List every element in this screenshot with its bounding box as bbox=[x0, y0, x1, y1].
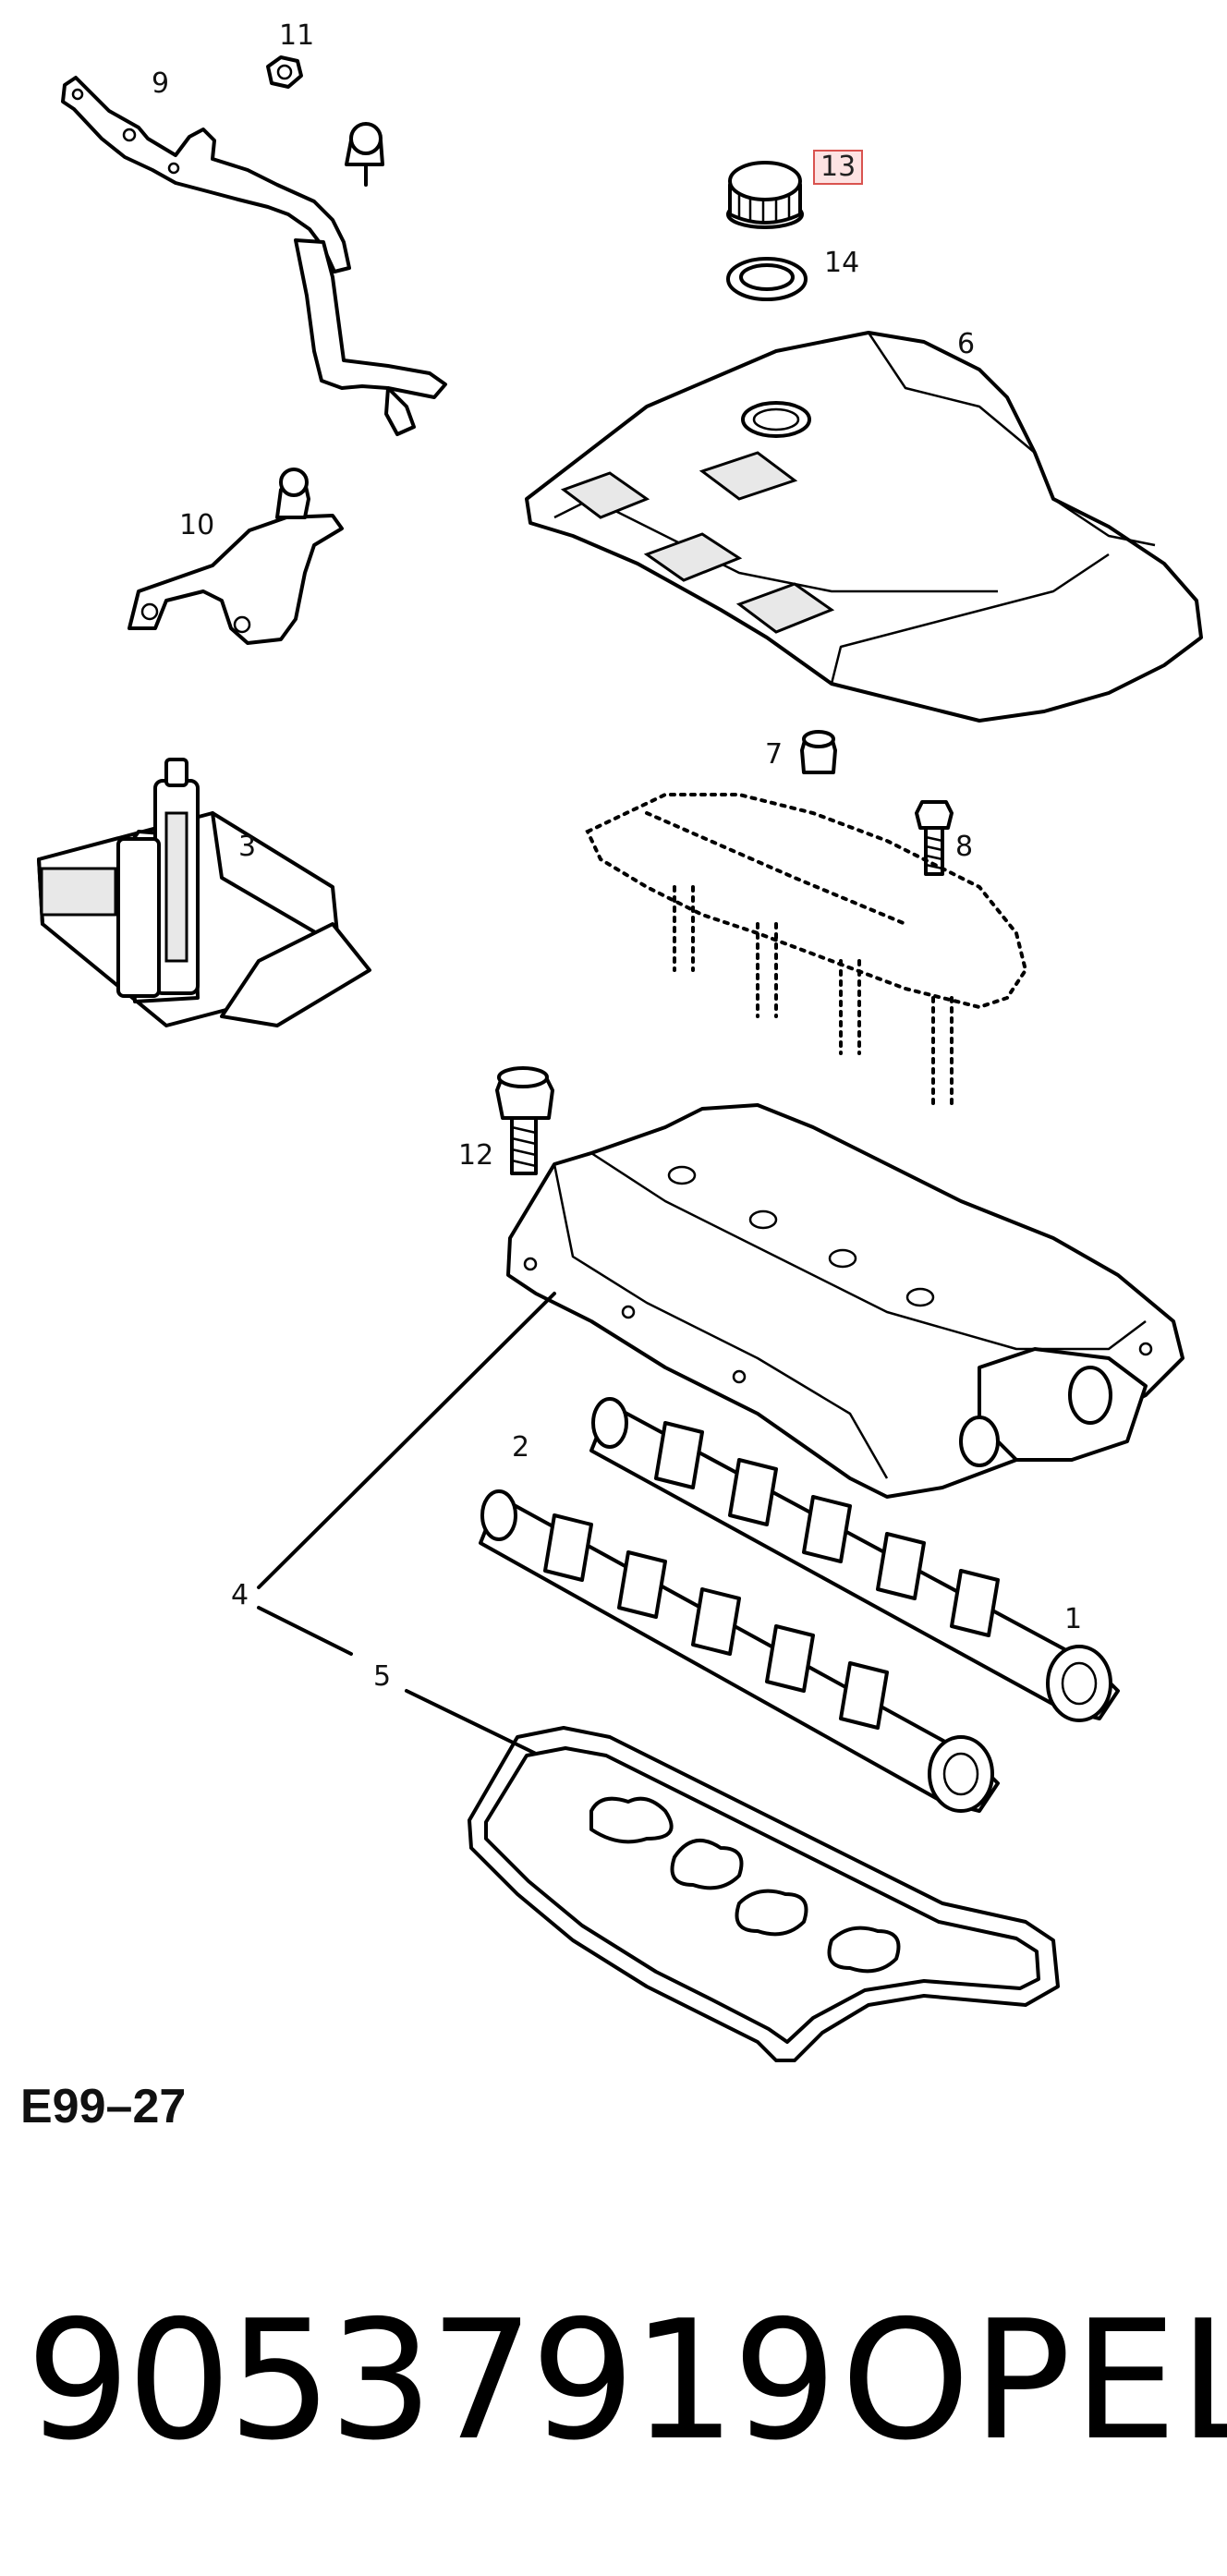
part-6-engine-cover bbox=[525, 331, 1203, 723]
part-11-nut bbox=[266, 55, 303, 89]
callout-14: 14 bbox=[824, 247, 860, 279]
callout-13-highlighted: 13 bbox=[813, 150, 864, 185]
part-1-camshaft bbox=[589, 1397, 1120, 1722]
part-8-bolt bbox=[915, 800, 954, 876]
callout-11: 11 bbox=[279, 19, 315, 52]
callout-5: 5 bbox=[373, 1660, 392, 1693]
part-7-grommet bbox=[800, 730, 837, 774]
callout-4: 4 bbox=[231, 1579, 249, 1611]
ignition-module-outline bbox=[585, 793, 1028, 1111]
callout-10: 10 bbox=[179, 509, 215, 541]
part-14-seal-ring bbox=[726, 257, 808, 301]
callout-3: 3 bbox=[238, 831, 257, 863]
callout-1: 1 bbox=[1064, 1603, 1083, 1635]
callout-9: 9 bbox=[152, 67, 170, 100]
part-12-bolt bbox=[495, 1066, 554, 1175]
cylinder-head-cover bbox=[506, 1103, 1184, 1499]
brand-name: OPEL bbox=[841, 2285, 1227, 2476]
callout-2: 2 bbox=[512, 1431, 530, 1464]
callout-6: 6 bbox=[957, 328, 976, 360]
callout-12: 12 bbox=[458, 1139, 494, 1172]
part-13-oil-filler-cap bbox=[726, 161, 804, 229]
part-5-gasket bbox=[468, 1726, 1060, 2062]
part-10-bracket bbox=[128, 468, 344, 645]
leader-lines bbox=[257, 1292, 556, 1756]
callout-7: 7 bbox=[765, 738, 784, 771]
part-2-camshaft bbox=[479, 1489, 1000, 1813]
part-number: 90537919 bbox=[26, 2285, 837, 2476]
part-9-bracket bbox=[61, 76, 447, 436]
callout-8: 8 bbox=[955, 831, 974, 863]
part-3-sealant-kit bbox=[37, 758, 371, 1027]
diagram-code: E99–27 bbox=[20, 2080, 187, 2133]
